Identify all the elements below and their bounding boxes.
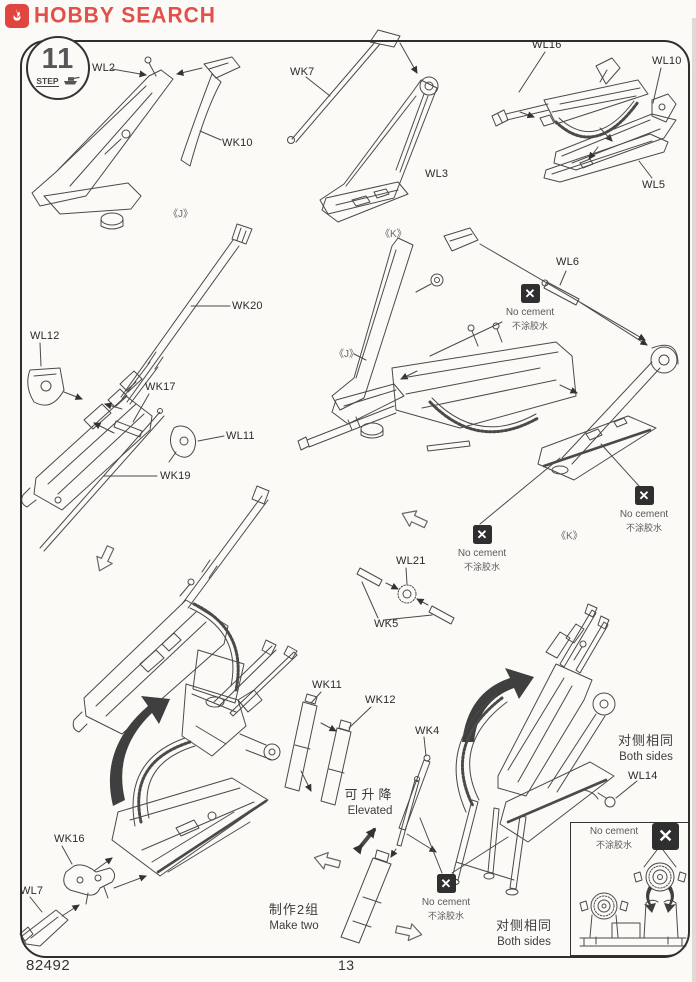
part-label-wl2: WL2	[92, 62, 116, 74]
wk7-wl3-drawing	[287, 29, 439, 223]
hobby-search-logo: HOBBY SEARCH	[5, 3, 216, 28]
make-two-note: 制作2组 Make two	[268, 902, 320, 932]
part-label-wl14: WL14	[628, 770, 658, 782]
tank-icon	[62, 72, 80, 90]
inset-detail-box	[570, 822, 689, 956]
flame-icon	[5, 4, 29, 28]
step-number: 11	[41, 43, 75, 75]
flow-arrows	[96, 510, 428, 942]
wk11-wk12-drawing	[284, 691, 372, 806]
part-label-wl7: WL7	[20, 885, 44, 897]
page-number: 13	[338, 957, 355, 973]
scan-shadow	[692, 18, 696, 982]
no-cement-note-1: ✕ No cement 不涂胶水	[505, 284, 555, 331]
step-badge: 11 STEP	[26, 36, 90, 100]
part-label-wk4: WK4	[415, 725, 440, 737]
marker-j-1: 《J》	[168, 209, 193, 220]
no-cement-icon: ✕	[634, 486, 654, 505]
kit-number: 82492	[26, 957, 71, 974]
part-label-wk17: WK17	[145, 381, 176, 393]
no-cement-icon: ✕	[436, 874, 456, 893]
marker-k-2: 《K》	[556, 531, 583, 542]
wl16-wl10-wl5-drawing	[491, 51, 677, 183]
no-cement-note-inset: No cement 不涂胶水	[589, 826, 639, 850]
part-label-wl6: WL6	[556, 256, 580, 268]
no-cement-icon: ✕	[472, 525, 492, 544]
piston-drawing	[340, 776, 420, 944]
step-label: STEP	[36, 75, 59, 87]
marker-k-1: 《K》	[380, 229, 407, 240]
no-cement-icon: ✕	[520, 284, 540, 303]
elevated-note: 可升降 Elevated	[344, 787, 396, 817]
part-label-wk20: WK20	[232, 300, 263, 312]
no-cement-note-2: ✕ No cement 不涂胶水	[457, 525, 507, 572]
both-sides-note-2: 对侧相同 Both sides	[495, 918, 552, 948]
part-label-wl5: WL5	[642, 179, 666, 191]
bottom-right-gun-drawing	[398, 603, 638, 896]
part-label-wl21: WL21	[396, 555, 426, 567]
wl21-wk5-drawing	[356, 567, 455, 625]
part-label-wk19: WK19	[160, 470, 191, 482]
wl2-wk10-drawing	[31, 56, 241, 230]
both-sides-note-1: 对侧相同 Both sides	[617, 733, 674, 763]
part-label-wl10: WL10	[652, 55, 682, 67]
main-assembly-drawing	[297, 227, 679, 525]
part-label-wk10: WK10	[222, 137, 253, 149]
wk20-drawing	[120, 223, 253, 405]
part-label-wk16: WK16	[54, 833, 85, 845]
part-label-wk12: WK12	[365, 694, 396, 706]
part-label-wk5: WK5	[374, 618, 399, 630]
part-label-wl3: WL3	[425, 168, 449, 180]
part-label-wk7: WK7	[290, 66, 315, 78]
part-label-wl11: WL11	[226, 430, 255, 442]
breech-left-drawing	[21, 342, 225, 552]
page-frame	[20, 40, 690, 958]
bottom-left-gun-drawing	[19, 639, 298, 947]
no-cement-note-4: ✕ No cement 不涂胶水	[421, 874, 471, 921]
marker-j-2: 《J》	[334, 349, 359, 360]
no-cement-icon: ✕	[652, 823, 679, 850]
assembled-gun-drawing	[72, 485, 270, 735]
no-cement-note-3: ✕ No cement 不涂胶水	[619, 486, 669, 533]
part-label-wl12: WL12	[30, 330, 60, 342]
part-label-wk11: WK11	[312, 679, 342, 691]
brand-text: HOBBY SEARCH	[34, 3, 216, 28]
part-label-wl16: WL16	[532, 39, 562, 51]
